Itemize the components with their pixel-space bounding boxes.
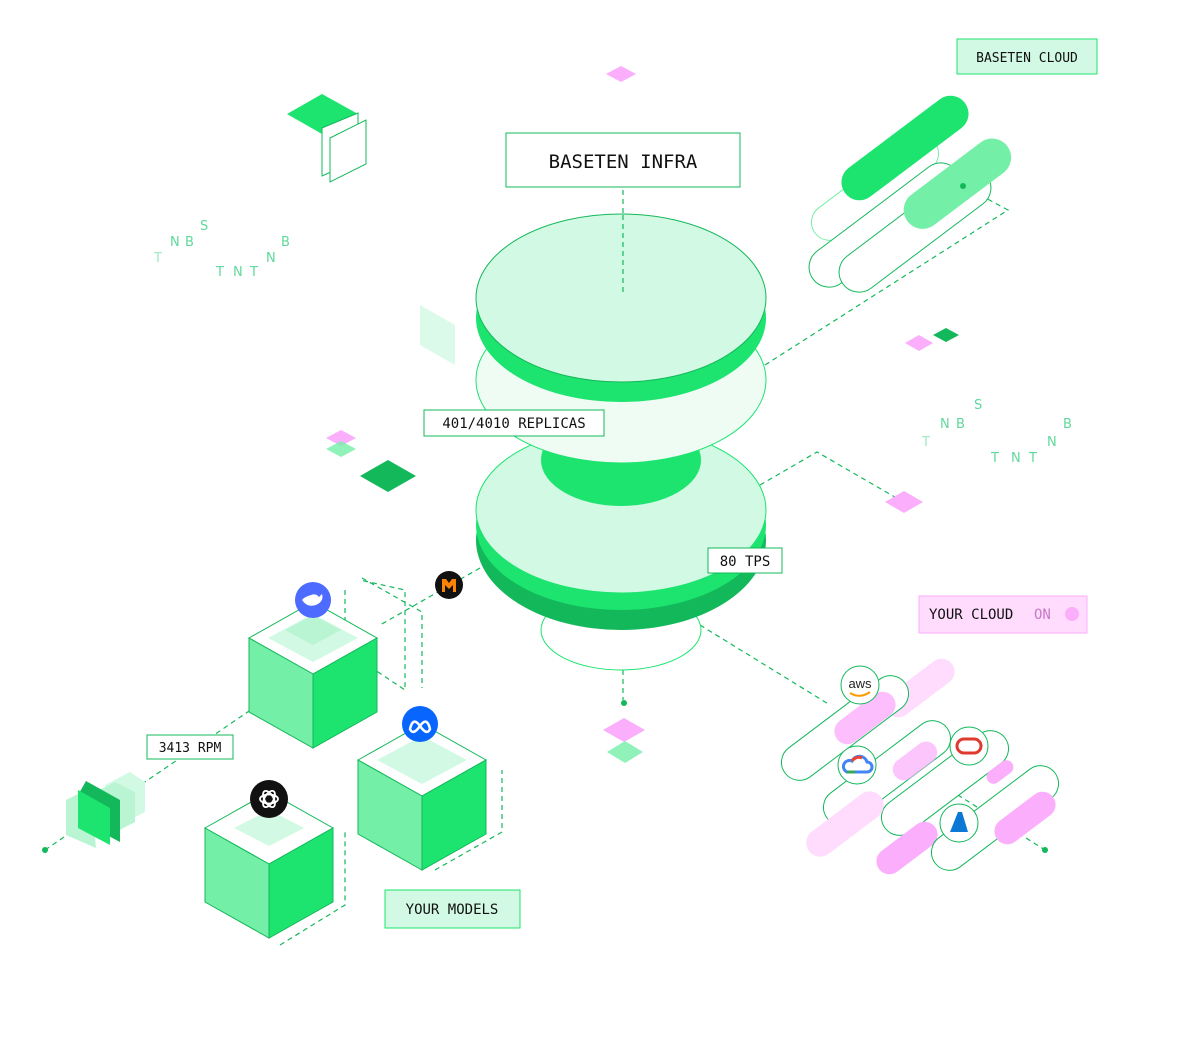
label-replicas: 401/4010 REPLICAS (423, 409, 605, 437)
svg-text:N: N (1047, 435, 1057, 450)
label-your-cloud: YOUR CLOUD ON (918, 595, 1088, 634)
mistral-icon (435, 571, 463, 599)
svg-text:BASETEN CLOUD: BASETEN CLOUD (976, 51, 1078, 66)
aws-icon: aws (840, 665, 880, 705)
layer-stack-icon (66, 772, 145, 848)
label-your-models: YOUR MODELS (384, 889, 521, 929)
your-cloud-pills (780, 658, 1060, 875)
small-cube-icon (287, 94, 367, 183)
svg-text:BASETEN INFRA: BASETEN INFRA (549, 151, 698, 173)
svg-text:S: S (974, 398, 982, 413)
svg-text:N: N (1011, 451, 1021, 466)
svg-text:N: N (940, 417, 950, 432)
svg-text:YOUR MODELS: YOUR MODELS (406, 902, 499, 918)
svg-text:401/4010 REPLICAS: 401/4010 REPLICAS (442, 416, 585, 432)
status-dot (1065, 607, 1079, 621)
azure-icon (939, 803, 979, 843)
model-cube-openai (203, 791, 335, 939)
svg-text:3413 RPM: 3413 RPM (159, 741, 222, 756)
svg-text:B: B (956, 417, 965, 432)
oracle-icon (949, 726, 989, 766)
scattered-letters-right: S N B B T N T N T (921, 398, 1072, 466)
model-cube-deepseek (247, 601, 379, 749)
baseten-infra-stack (475, 213, 767, 671)
svg-text:S: S (200, 219, 208, 234)
svg-text:T: T (215, 265, 224, 280)
scattered-letters-left: S N B B T N T N T (153, 219, 290, 280)
svg-text:B: B (185, 235, 194, 250)
label-baseten-cloud: BASETEN CLOUD (956, 38, 1098, 75)
svg-text:B: B (281, 235, 290, 250)
svg-text:YOUR CLOUD: YOUR CLOUD (929, 607, 1013, 623)
svg-text:T: T (1028, 451, 1037, 466)
openai-icon (250, 780, 288, 818)
svg-text:T: T (153, 251, 162, 266)
svg-text:T: T (921, 435, 930, 450)
svg-text:N: N (266, 251, 276, 266)
svg-text:80 TPS: 80 TPS (720, 554, 771, 570)
label-tps: 80 TPS (707, 547, 783, 574)
meta-icon (402, 706, 438, 742)
google-cloud-icon (837, 745, 877, 785)
label-rpm: 3413 RPM (146, 734, 234, 760)
svg-text:B: B (1063, 417, 1072, 432)
svg-text:aws: aws (848, 676, 872, 691)
label-baseten-infra: BASETEN INFRA (505, 132, 741, 188)
svg-text:N: N (233, 265, 243, 280)
baseten-cloud-pills (808, 95, 1012, 293)
deepseek-icon (295, 582, 331, 618)
svg-text:N: N (170, 235, 180, 250)
svg-text:T: T (249, 265, 258, 280)
decorative-diamonds (326, 66, 959, 763)
model-cube-meta (356, 723, 488, 871)
svg-text:ON: ON (1034, 607, 1051, 623)
svg-text:T: T (990, 451, 999, 466)
